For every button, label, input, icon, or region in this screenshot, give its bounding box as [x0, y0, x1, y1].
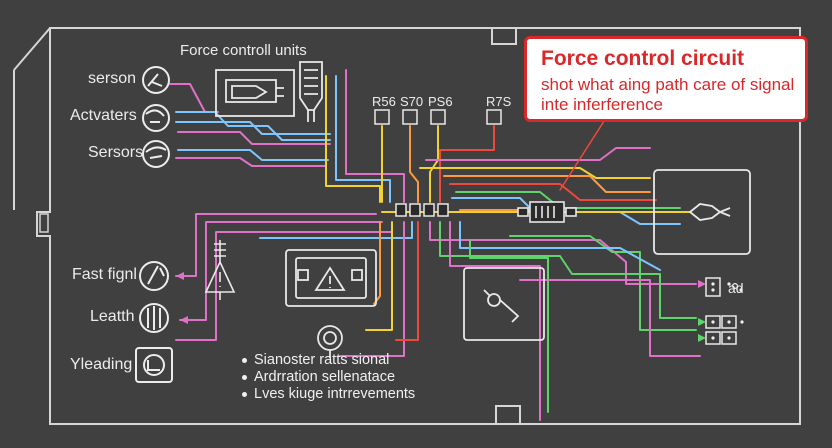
code-box-s70 — [402, 109, 418, 125]
code-box-ps6 — [430, 109, 446, 125]
control-unit-box — [215, 69, 295, 117]
wire-low-pink-2 — [179, 221, 383, 321]
wires — [169, 69, 701, 421]
wire-low-blue — [259, 221, 413, 239]
wire-low-pink-7 — [519, 279, 701, 357]
callout-title: Force control circuit — [541, 47, 745, 70]
meter-dial-icon — [139, 303, 169, 333]
code-label-r56: R56 — [372, 94, 396, 109]
wire-vert-2 — [335, 75, 391, 203]
code-box-r56 — [374, 109, 390, 125]
callout-body: shot what aing path care of signal inte … — [541, 75, 795, 114]
wire-low-yellow — [365, 221, 393, 331]
wire-pink-1 — [169, 83, 219, 113]
indicator-box-icon — [135, 347, 173, 383]
code-label-s70: S70 — [400, 94, 424, 109]
bullet-dot-icon — [242, 357, 247, 363]
board-corner-bracket — [13, 27, 51, 210]
left-dial-arrows — [176, 272, 188, 324]
wire-pink-2 — [177, 131, 331, 145]
wire-low-pink-6 — [449, 221, 541, 421]
wire-ps6-lead — [429, 125, 439, 203]
callout-leader — [559, 117, 607, 191]
actuator-dial-icon — [142, 104, 170, 132]
bus-connectors — [395, 203, 449, 217]
wire-r7s-lead — [439, 125, 495, 203]
wire-vert-1 — [325, 75, 381, 203]
round-connector-icon — [317, 325, 343, 358]
signal-gauge-icon — [139, 261, 169, 291]
wire-s70-lead — [409, 125, 419, 203]
terminal-dots — [711, 282, 744, 340]
bullet-list: Sianoster ratts sional Ardrration sellen… — [242, 352, 415, 403]
bullet-text: Lves kiuge intrrevements — [254, 386, 416, 402]
board-left-notch — [39, 213, 49, 233]
left-label-actvaters: Actvaters — [70, 107, 137, 124]
wire-low-blue-2 — [459, 221, 661, 271]
wire-bundle-4 — [449, 183, 657, 201]
board-top-tab — [491, 28, 517, 45]
left-dials — [135, 66, 173, 383]
inline-fuse — [517, 201, 577, 223]
board-outline — [36, 27, 801, 425]
bullet-text: Ardrration sellenatace — [254, 369, 396, 385]
wire-blue-2 — [175, 121, 331, 135]
wire-low-green-3 — [469, 239, 549, 413]
wire-low-pink-4 — [339, 221, 405, 357]
bullet-dot-icon — [242, 391, 247, 397]
bullet-text: Sianoster ratts sional — [254, 352, 390, 368]
wire-blue-3 — [177, 149, 329, 161]
warning-triangle-icon — [297, 266, 363, 291]
wire-bundle-3 — [443, 175, 651, 193]
code-box-r7s — [486, 109, 502, 125]
left-label-leatth: Leatth — [90, 308, 135, 325]
left-label-yleading: Yleading — [70, 356, 133, 373]
wire-bundle-1 — [425, 147, 651, 161]
wire-blue-1 — [175, 111, 331, 141]
wire-low-red — [395, 221, 419, 341]
bullet-item: Sianoster ratts sional — [242, 352, 415, 369]
wire-vert-3 — [345, 69, 405, 203]
wire-low-pink-3 — [175, 231, 393, 341]
wire-bundle-5 — [455, 191, 681, 209]
sensor-module-box — [463, 267, 545, 341]
top-connector — [299, 61, 323, 122]
terminal-label: ad — [728, 280, 744, 296]
wire-low-pink-1 — [175, 213, 377, 277]
bullet-item: Lves kiuge intrrevements — [242, 386, 415, 403]
wire-low-green-1 — [439, 221, 697, 319]
warning-module-box — [285, 249, 377, 307]
sensor-dial-icon — [142, 140, 170, 168]
left-label-fast-fignl: Fast fignl — [72, 266, 137, 283]
terminal-boxes — [705, 277, 737, 345]
output-module-box — [653, 169, 751, 255]
wire-bundle-2 — [419, 167, 651, 179]
bullet-dot-icon — [242, 374, 247, 380]
bullet-item: Ardrration sellenatace — [242, 369, 415, 386]
wire-low-orange — [373, 221, 381, 305]
callout-box: Force control circuit shot what aing pat… — [524, 36, 808, 122]
code-label-ps6: PS6 — [428, 94, 453, 109]
left-label-sersors: Sersors — [88, 144, 144, 161]
board-bottom-tab — [495, 405, 521, 424]
sensor-gauge-icon — [142, 66, 170, 94]
antenna-warning-icon — [204, 240, 236, 300]
diagram-title: Force controll units — [180, 42, 307, 59]
terminal-arrows — [698, 280, 706, 342]
code-label-r7s: R7S — [486, 94, 512, 109]
left-label-serson: serson — [88, 70, 137, 87]
